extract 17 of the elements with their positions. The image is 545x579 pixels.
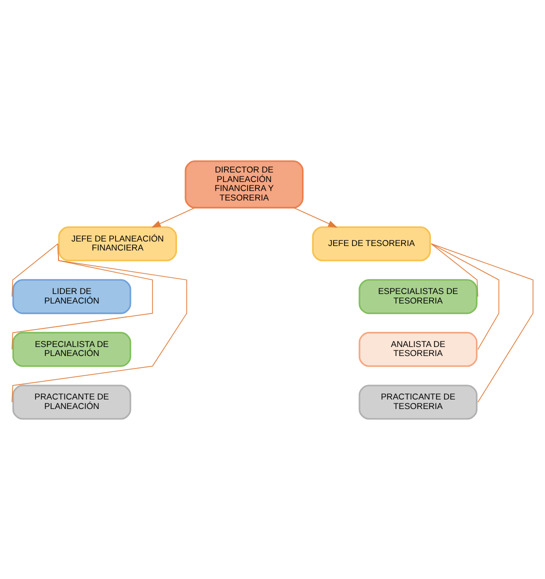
node-box: DIRECTOR DE PLANEACIÓN FINANCIERA Y TESORERIA bbox=[184, 160, 304, 208]
node-box: ANALISTA DE TESORERIA bbox=[358, 331, 478, 366]
arrow bbox=[151, 206, 196, 228]
connector bbox=[12, 242, 153, 350]
node-box: PRACTICANTE DE PLANEACIÓN bbox=[12, 384, 132, 420]
node-box: PRACTICANTE DE TESORERIA bbox=[358, 384, 478, 420]
connector bbox=[12, 242, 58, 296]
node-box: JEFE DE PLANEACIÓN FINANCIERA bbox=[58, 226, 177, 261]
node-box: JEFE DE TESORERIA bbox=[312, 226, 431, 261]
node-box: LIDER DE PLANEACIÓN bbox=[12, 278, 132, 314]
connector bbox=[430, 242, 500, 350]
connector bbox=[12, 242, 188, 402]
arrow bbox=[293, 206, 338, 228]
connector bbox=[430, 242, 478, 296]
node-box: ESPECIALISTA DE PLANEACIÓN bbox=[12, 331, 132, 366]
connector bbox=[430, 242, 534, 402]
node-box: ESPECIALISTAS DE TESORERIA bbox=[358, 278, 478, 314]
